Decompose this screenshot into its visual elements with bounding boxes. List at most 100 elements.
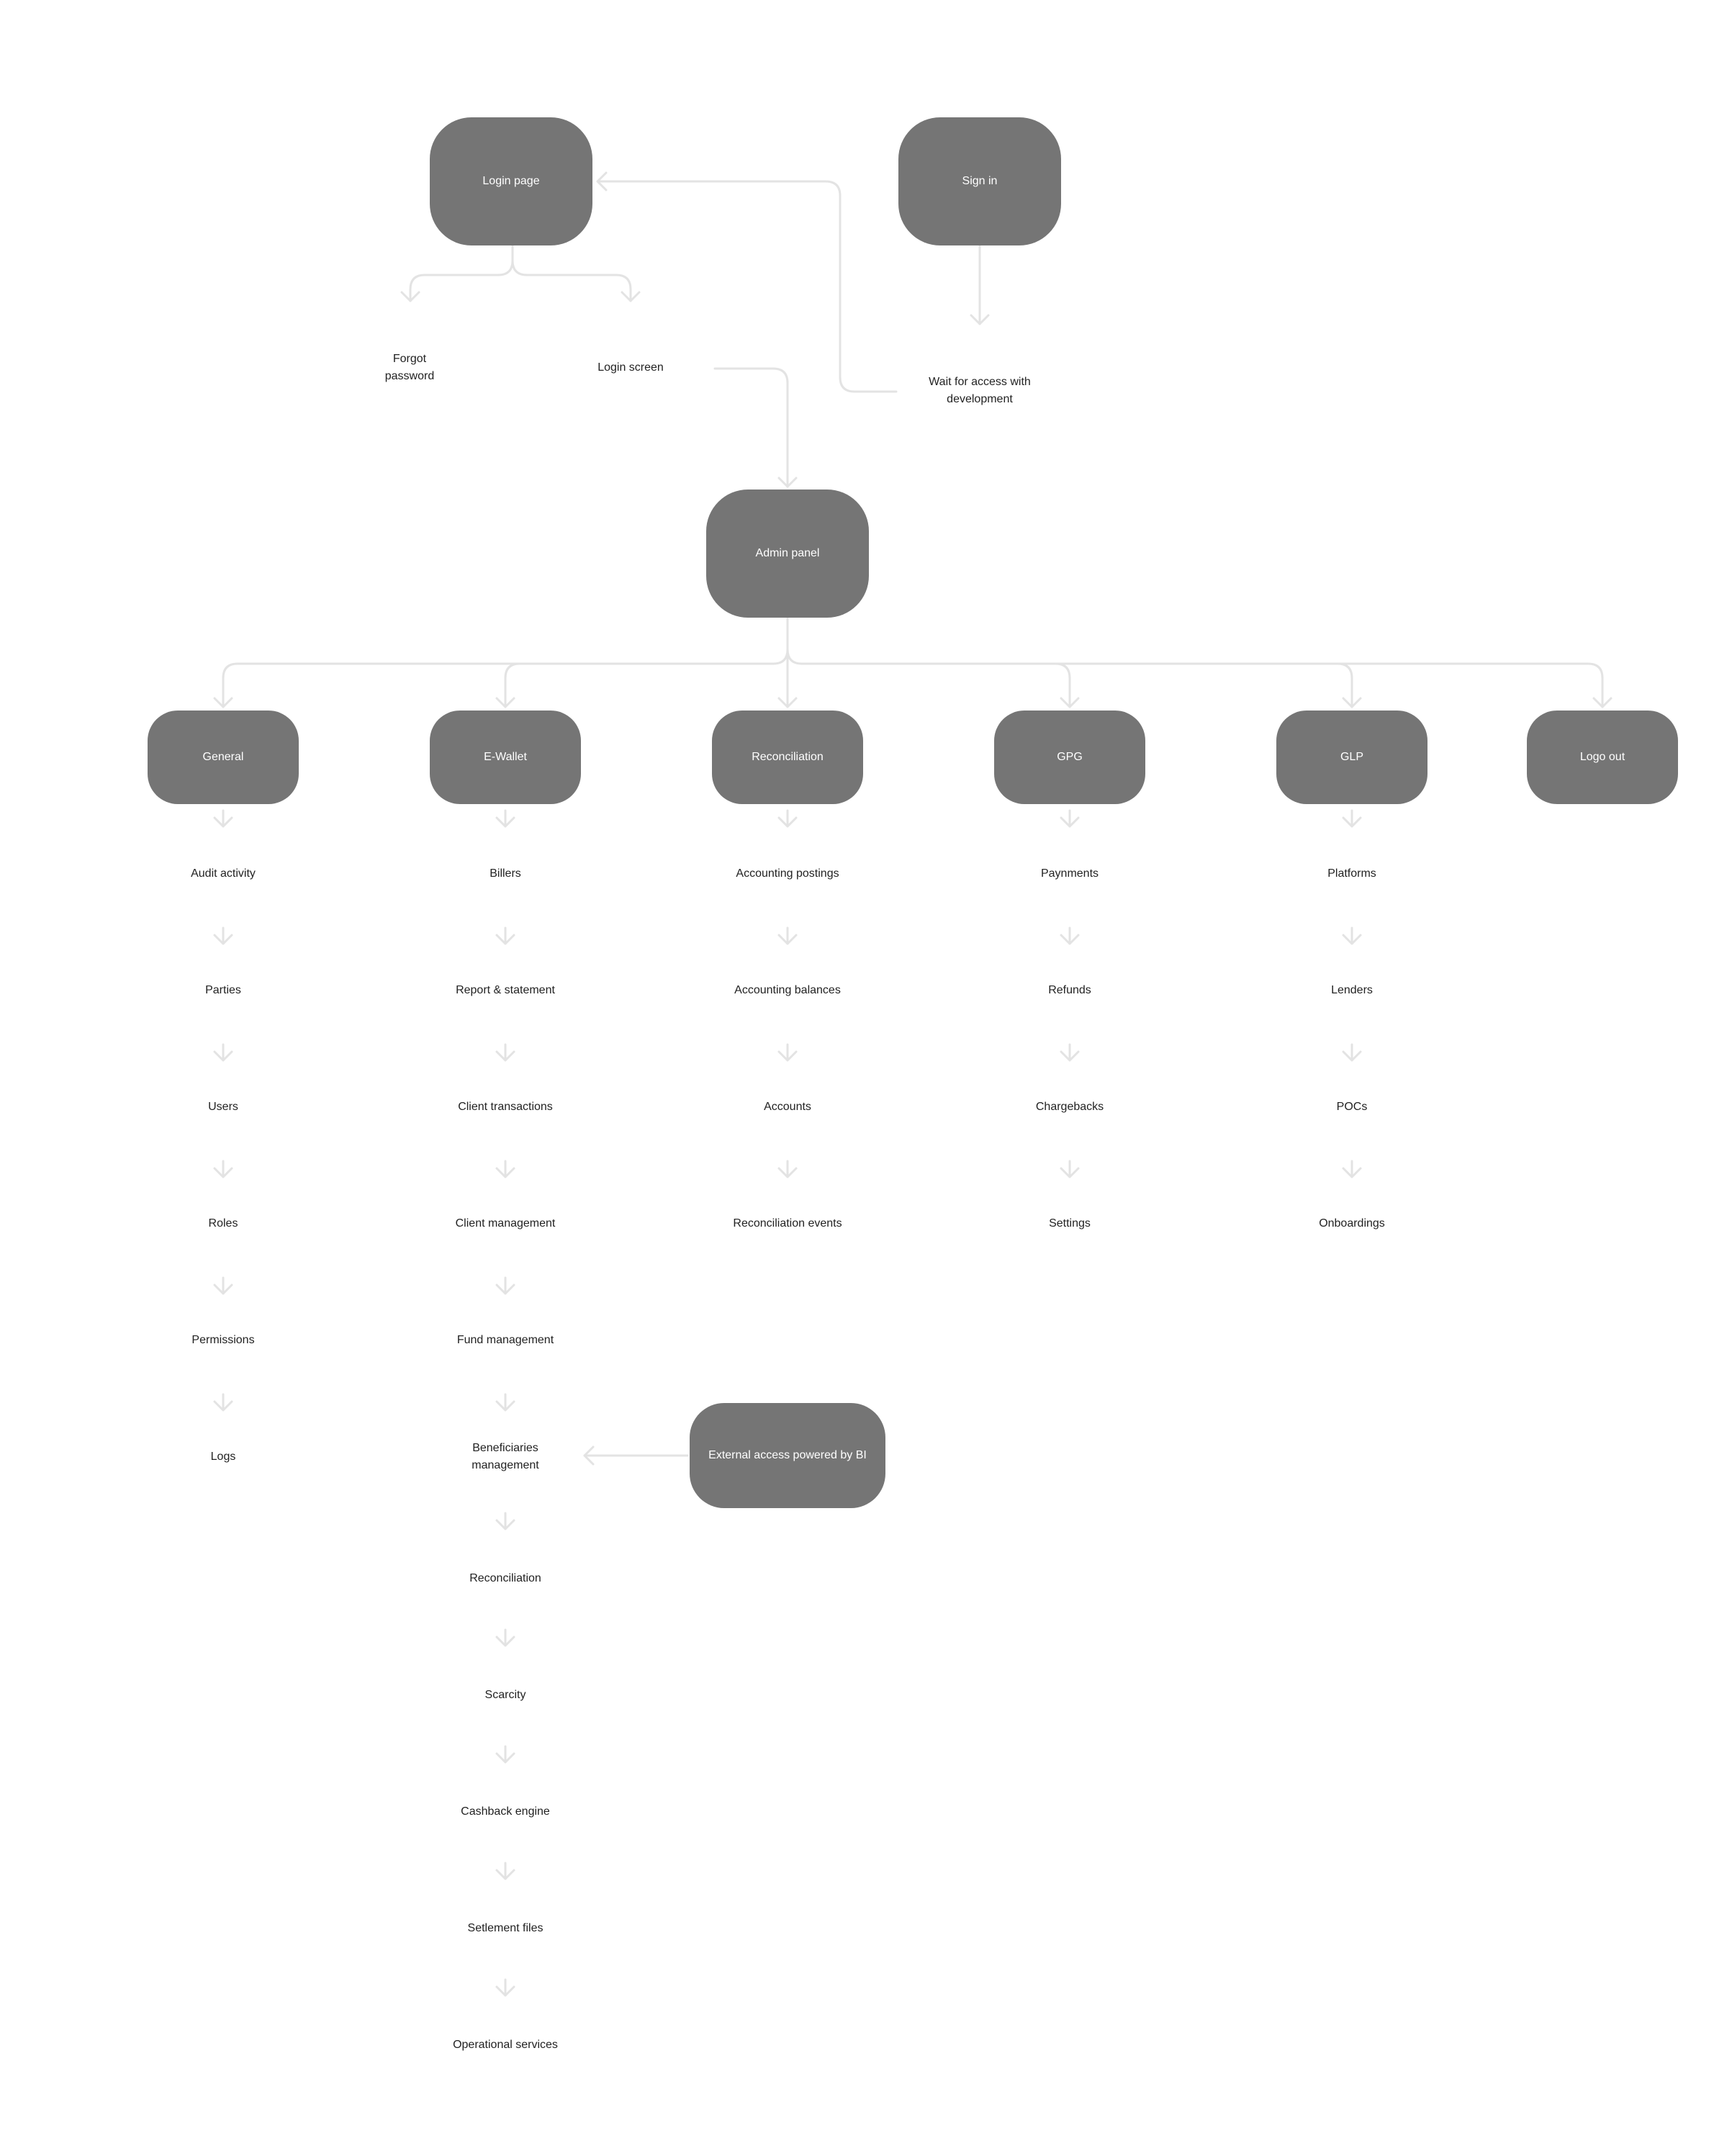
arrowhead — [596, 171, 608, 191]
down-arrow — [495, 1160, 515, 1178]
down-arrow — [213, 1393, 233, 1412]
down-arrow — [777, 926, 798, 945]
gpg-item-settings: Settings — [1049, 1217, 1091, 1230]
glp-item-lenders: Lenders — [1331, 984, 1373, 996]
ewallet-item-reconciliation: Reconciliation — [469, 1572, 541, 1584]
down-arrow — [213, 926, 233, 945]
connector-branch-gpg — [1054, 662, 1071, 708]
arrowhead — [1060, 697, 1080, 708]
down-arrow — [495, 926, 515, 945]
wait-for-access-label: Wait for access with development — [929, 376, 1031, 405]
admin-panel-node: Admin panel — [706, 490, 869, 618]
ewallet-item-billers: Billers — [490, 867, 521, 880]
down-arrow — [495, 1745, 515, 1764]
arrowhead — [1592, 697, 1613, 708]
down-arrow — [495, 1978, 515, 1997]
down-arrow — [495, 809, 515, 828]
down-arrow — [213, 809, 233, 828]
arrowhead — [621, 291, 641, 302]
ewallet-item-scarcity: Scarcity — [484, 1689, 526, 1701]
arrowhead — [1342, 697, 1362, 708]
down-arrow — [213, 1160, 233, 1178]
e-wallet-label: E-Wallet — [484, 750, 527, 763]
general-item-logs: Logs — [210, 1451, 236, 1463]
down-arrow — [213, 1043, 233, 1062]
ewallet-item-client-transactions: Client transactions — [458, 1101, 553, 1113]
general-item-permissions: Permissions — [191, 1334, 255, 1346]
logout-label: Logo out — [1579, 750, 1625, 763]
glp-item-onboardings: Onboardings — [1319, 1217, 1385, 1230]
down-arrow — [1060, 926, 1080, 945]
gpg-item-payments: Paynments — [1040, 867, 1099, 880]
down-arrow — [495, 1276, 515, 1295]
arrowhead — [495, 697, 515, 708]
connector-admin-left — [222, 648, 789, 708]
connector-branch-ewallet — [504, 662, 521, 708]
down-arrow — [213, 1276, 233, 1295]
glp-node: GLP — [1276, 711, 1427, 804]
e-wallet-node: E-Wallet — [430, 711, 581, 804]
login-screen-label: Login screen — [597, 361, 664, 374]
arrowhead — [777, 477, 798, 488]
glp-item-platforms: Platforms — [1327, 867, 1376, 880]
connector-wait-to-login — [596, 180, 898, 393]
connector-loginscreen-admin — [713, 367, 789, 488]
recon-item-accounting-postings: Accounting postings — [736, 867, 839, 880]
login-page-node: Login page — [430, 117, 592, 245]
recon-item-reconciliation-events: Reconciliation events — [733, 1217, 842, 1230]
gpg-node: GPG — [994, 711, 1145, 804]
general-item-parties: Parties — [205, 984, 241, 996]
general-item-audit-activity: Audit activity — [191, 867, 256, 880]
arrowhead — [777, 697, 798, 708]
down-arrow — [777, 809, 798, 828]
admin-panel-label: Admin panel — [755, 546, 820, 559]
general-item-users: Users — [208, 1101, 238, 1113]
down-arrow — [495, 1512, 515, 1530]
connector-login-split — [409, 245, 514, 302]
column-arrows — [213, 809, 1362, 1997]
down-arrow — [1342, 1043, 1362, 1062]
reconciliation-label: Reconciliation — [752, 750, 824, 763]
external-access-node: External access powered by BI — [690, 1403, 885, 1508]
ewallet-item-report-statement: Report & statement — [456, 984, 555, 996]
forgot-password-label: Forgot password — [384, 353, 435, 382]
ewallet-item-operational-services: Operational services — [453, 2039, 558, 2051]
down-arrow — [777, 1043, 798, 1062]
general-label: General — [202, 750, 244, 763]
down-arrow — [1342, 809, 1362, 828]
ewallet-item-cashback-engine: Cashback engine — [461, 1805, 550, 1818]
connector-login-split-right — [511, 259, 632, 302]
arrowhead — [970, 314, 990, 325]
general-item-roles: Roles — [208, 1217, 238, 1230]
gpg-item-refunds: Refunds — [1048, 984, 1091, 996]
ewallet-item-client-management: Client management — [455, 1217, 556, 1230]
arrowhead — [213, 697, 233, 708]
general-node: General — [148, 711, 299, 804]
ewallet-item-fund-management: Fund management — [456, 1334, 554, 1346]
down-arrow — [495, 1043, 515, 1062]
ewallet-item-beneficiaries-management: Beneficiaries management — [472, 1442, 539, 1471]
external-access-label: External access powered by BI — [708, 1448, 867, 1461]
down-arrow — [495, 1628, 515, 1647]
recon-item-accounts: Accounts — [764, 1101, 811, 1113]
logout-node: Logo out — [1527, 711, 1678, 804]
down-arrow — [1060, 1160, 1080, 1178]
login-page-label: Login page — [482, 174, 540, 187]
down-arrow — [777, 1160, 798, 1178]
sign-in-node: Sign in — [898, 117, 1061, 245]
connector-admin-right — [786, 648, 1604, 708]
down-arrow — [495, 1393, 515, 1412]
down-arrow — [1060, 1043, 1080, 1062]
down-arrow — [1342, 926, 1362, 945]
ewallet-item-settlement-files: Setlement files — [467, 1922, 543, 1934]
reconciliation-node: Reconciliation — [712, 711, 863, 804]
gpg-label: GPG — [1057, 750, 1083, 763]
glp-label: GLP — [1340, 750, 1363, 763]
sign-in-label: Sign in — [962, 174, 998, 187]
down-arrow — [495, 1862, 515, 1880]
gpg-item-chargebacks: Chargebacks — [1035, 1101, 1104, 1113]
connector-branch-glp — [1336, 662, 1353, 708]
arrowhead — [400, 291, 420, 302]
